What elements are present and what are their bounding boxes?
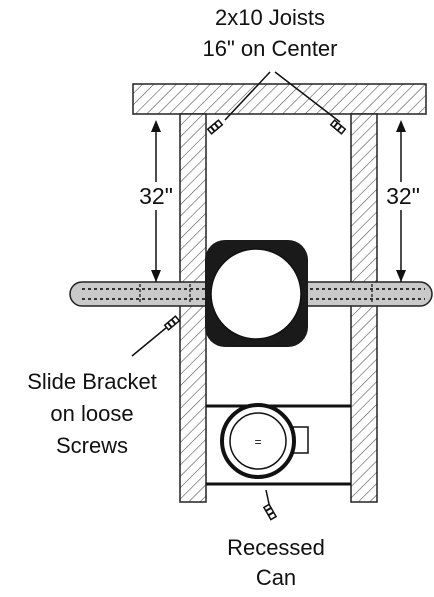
recessed-can-assembly: = [206, 403, 351, 486]
screw-icon [206, 119, 224, 135]
bracket-label-line2: on loose [50, 401, 133, 426]
screw-icon [163, 315, 181, 331]
dimension-label-right: 32" [386, 183, 420, 209]
joists-label-line2: 16" on Center [202, 36, 337, 61]
joists-leader-lines [224, 71, 341, 123]
dim-left-bg [133, 182, 179, 210]
bracket-leader-line [131, 322, 173, 357]
mounting-plate [205, 240, 308, 347]
ceiling-header [132, 83, 427, 115]
bracket-label-line3: Screws [56, 433, 128, 458]
dim-right-bg [380, 182, 426, 210]
screw-icon [262, 503, 278, 521]
can-label-line1: Recessed [227, 535, 325, 560]
screw-icon [329, 119, 347, 135]
joists-label-line1: 2x10 Joists [215, 5, 325, 30]
bracket-label-line1: Slide Bracket [27, 369, 157, 394]
can-label-line2: Can [256, 565, 296, 590]
plate-opening [210, 248, 302, 340]
joist-right [350, 113, 378, 503]
dimension-label-left: 32" [139, 183, 173, 209]
joist-left [179, 113, 207, 503]
can-mark: = [254, 435, 261, 449]
